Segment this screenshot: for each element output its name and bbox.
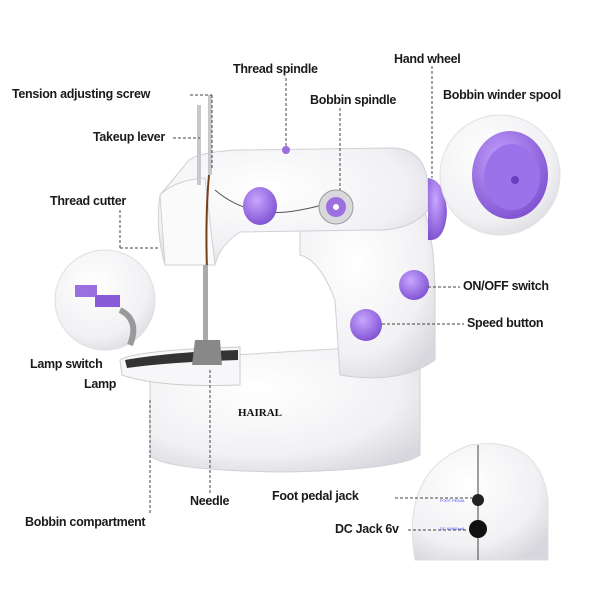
- on-off-button: [399, 270, 429, 300]
- thread-spindle-rod: [197, 105, 201, 185]
- leader-lines: [119, 66, 472, 531]
- label-thread-spindle: Thread spindle: [233, 62, 318, 76]
- label-thread-cutter: Thread cutter: [50, 194, 126, 208]
- label-lamp-switch: Lamp switch: [30, 357, 103, 371]
- foot-pedal-jack-port: [472, 494, 484, 506]
- label-takeup-lever: Takeup lever: [93, 130, 165, 144]
- brand-logo: HAIRAL: [238, 407, 282, 419]
- label-foot-pedal-jack: Foot pedal jack: [272, 489, 359, 503]
- label-bobbin-spindle: Bobbin spindle: [310, 93, 397, 107]
- label-bobbin-compartment: Bobbin compartment: [25, 515, 146, 529]
- speed-button-knob: [350, 309, 382, 341]
- label-speed-button: Speed button: [467, 316, 544, 330]
- machine-head: [157, 147, 429, 266]
- needle-bar: [203, 265, 208, 345]
- label-lamp: Lamp: [84, 377, 117, 391]
- tension-dial: [243, 187, 277, 225]
- label-hand-wheel: Hand wheel: [394, 52, 461, 66]
- dc-jack-port: [469, 520, 487, 538]
- label-bobbin-winder-spool: Bobbin winder spool: [443, 88, 561, 102]
- label-tension-screw: Tension adjusting screw: [12, 87, 151, 101]
- label-dc-jack: DC Jack 6v: [335, 522, 399, 536]
- label-on-off-switch: ON/OFF switch: [463, 279, 549, 293]
- svg-text:DC 6V600mA: DC 6V600mA: [440, 526, 465, 531]
- svg-text:FOOT PEDAL: FOOT PEDAL: [440, 498, 466, 503]
- label-needle: Needle: [190, 494, 230, 508]
- hand-wheel: [428, 178, 447, 241]
